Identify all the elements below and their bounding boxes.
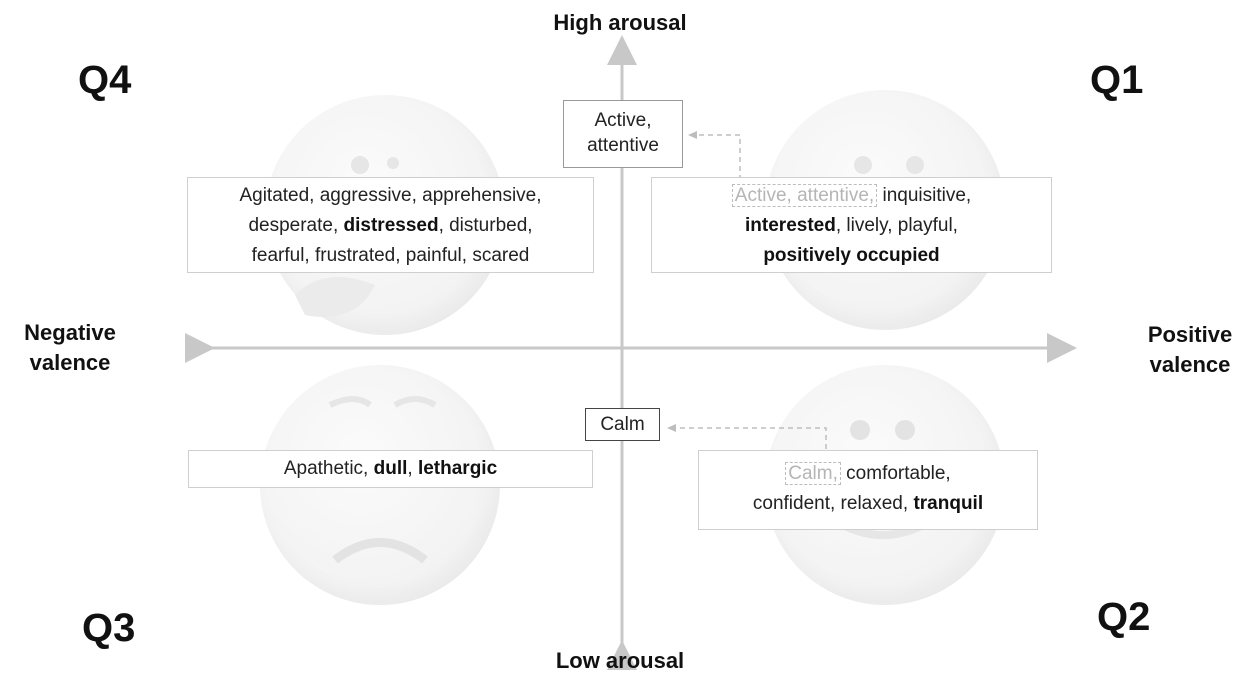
q2-line2: confident, relaxed, tranquil [752,493,984,514]
active-attentive-box: Active, attentive [563,100,683,168]
q3-emphasis-dull: dull [373,458,408,479]
q3-emphasis-lethargic: lethargic [417,458,498,479]
q2-emotion-box: Calm, comfortable, confident, relaxed, t… [698,450,1038,530]
axis-title-positive-line1: Positive [1147,322,1233,347]
calm-label: Calm [600,414,645,435]
q1-emphasis-positively-occupied: positively occupied [763,245,940,266]
calm-box: Calm [585,408,660,441]
q4-line2: desperate, distressed, disturbed, [248,215,533,236]
quadrant-label-q4: Q4 [78,58,132,102]
axis-title-positive-line2: valence [1149,352,1231,377]
q1-line1: Active, attentive, inquisitive, [652,181,1051,211]
q2-ghost-calm: Calm, [785,462,841,485]
quadrant-label-q1: Q1 [1090,58,1144,102]
active-line2: attentive [587,135,659,156]
q1-emphasis-interested: interested [745,215,836,236]
q4-emphasis-distressed: distressed [343,215,439,236]
q4-line3: fearful, frustrated, painful, scared [251,245,530,266]
axis-title-low-arousal: Low arousal [555,648,685,673]
q4-line1: Agitated, aggressive, apprehensive, [239,185,542,206]
active-connector [688,134,741,180]
axis-title-negative-line2: valence [29,350,111,375]
q1-ghost-active-attentive: Active, attentive, [731,184,878,207]
q3-emotion-box: Apathetic, dull, lethargic [188,450,593,488]
calm-connector [667,427,827,458]
axis-title-high-arousal: High arousal [553,10,687,35]
active-line1: Active, [594,110,652,131]
q1-line3: positively occupied [652,241,1051,271]
axis-title-negative-valence: Negative valence [5,318,135,378]
q3-line1: Apathetic, dull, lethargic [283,458,498,479]
q1-line2: interested, lively, playful, [745,215,958,236]
axis-title-positive-valence: Positive valence [1125,320,1255,380]
q2-line1: Calm, comfortable, [699,459,1037,489]
quadrant-label-q2: Q2 [1097,595,1151,639]
quadrant-label-q3: Q3 [82,606,136,650]
q2-emphasis-tranquil: tranquil [913,493,984,514]
axis-title-negative-line1: Negative [24,320,116,345]
q4-emotion-box: Agitated, aggressive, apprehensive, desp… [187,177,594,273]
q1-emotion-box: Active, attentive, inquisitive, interest… [651,177,1052,273]
